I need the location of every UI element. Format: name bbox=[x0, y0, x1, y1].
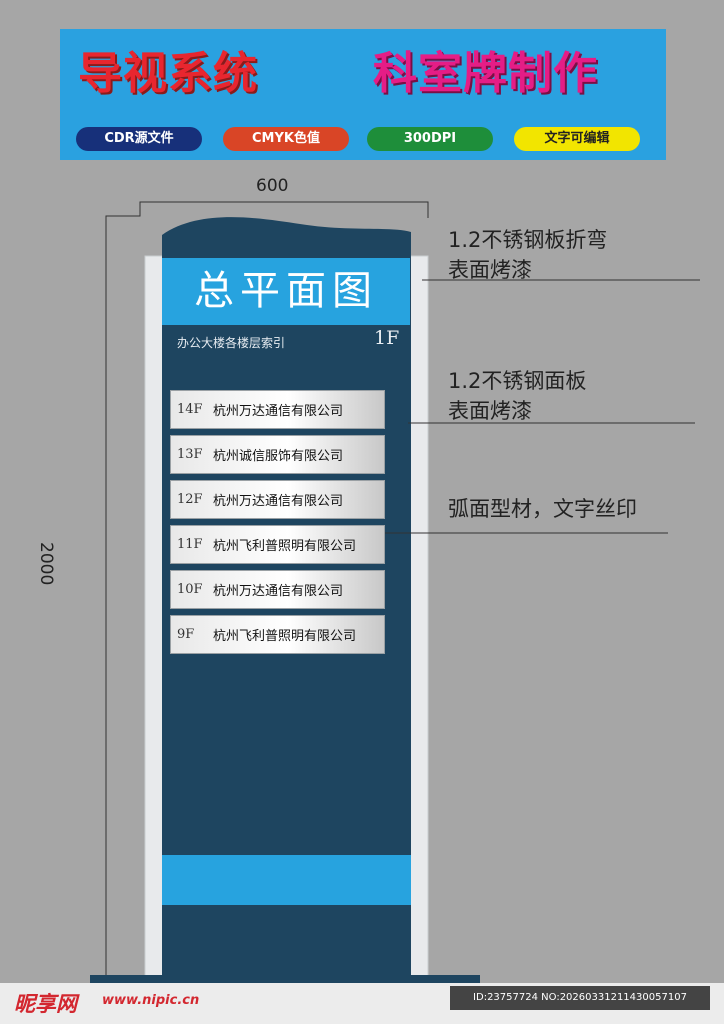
dimension-width: 600 bbox=[256, 176, 289, 196]
banner-title-left: 导视系统 bbox=[78, 48, 258, 99]
tag-cmyk: CMYK色值 bbox=[223, 127, 349, 151]
floor-row: 11F 杭州飞利普照明有限公司 bbox=[170, 525, 385, 564]
note-middle-line2: 表面烤漆 bbox=[448, 399, 532, 423]
floor-company: 杭州飞利普照明有限公司 bbox=[213, 539, 357, 554]
floor-company: 杭州万达通信有限公司 bbox=[213, 404, 344, 419]
floor-number: 13F bbox=[177, 447, 203, 462]
floor-number: 9F bbox=[177, 627, 195, 642]
note-top: 1.2不锈钢板折弯 表面烤漆 bbox=[448, 225, 607, 285]
floor-company: 杭州飞利普照明有限公司 bbox=[213, 629, 357, 644]
floor-company: 杭州诚信服饰有限公司 bbox=[213, 449, 344, 464]
note-top-line1: 1.2不锈钢板折弯 bbox=[448, 228, 608, 252]
floor-row: 12F 杭州万达通信有限公司 bbox=[170, 480, 385, 519]
current-floor: 1F bbox=[374, 327, 400, 349]
floor-number: 14F bbox=[177, 402, 203, 417]
floor-number: 11F bbox=[177, 537, 203, 552]
floor-company: 杭州万达通信有限公司 bbox=[213, 494, 344, 509]
watermark-logo: 昵享网 bbox=[14, 992, 77, 1016]
note-middle: 1.2不锈钢面板 表面烤漆 bbox=[448, 366, 586, 426]
width-dimension-line bbox=[105, 201, 429, 222]
note-top-line2: 表面烤漆 bbox=[448, 258, 532, 282]
watermark-id: ID:23757724 NO:20260331211430057107 bbox=[450, 986, 710, 1010]
sign-top-cap bbox=[162, 217, 411, 258]
floor-number: 12F bbox=[177, 492, 203, 507]
floor-directory: 14F 杭州万达通信有限公司 13F 杭州诚信服饰有限公司 12F 杭州万达通信… bbox=[170, 390, 385, 660]
note-bottom: 弧面型材，文字丝印 bbox=[448, 497, 637, 521]
sign-subtitle: 办公大楼各楼层索引 bbox=[177, 336, 286, 350]
note-middle-line1: 1.2不锈钢面板 bbox=[448, 369, 587, 393]
sign-title: 总平面图 bbox=[162, 258, 410, 325]
banner: 导视系统 科室牌制作 CDR源文件 CMYK色值 300DPI 文字可编辑 bbox=[60, 29, 666, 160]
tag-dpi: 300DPI bbox=[367, 127, 493, 151]
sign-lower-strip bbox=[162, 855, 411, 905]
floor-company: 杭州万达通信有限公司 bbox=[213, 584, 344, 599]
floor-row: 13F 杭州诚信服饰有限公司 bbox=[170, 435, 385, 474]
floor-row: 9F 杭州飞利普照明有限公司 bbox=[170, 615, 385, 654]
tag-cdr: CDR源文件 bbox=[76, 127, 202, 151]
floor-row: 14F 杭州万达通信有限公司 bbox=[170, 390, 385, 429]
floor-row: 10F 杭州万达通信有限公司 bbox=[170, 570, 385, 609]
floor-number: 10F bbox=[177, 582, 203, 597]
banner-title-right: 科室牌制作 bbox=[373, 48, 598, 99]
watermark-url: www.nipic.cn bbox=[102, 993, 200, 1008]
tag-editable: 文字可编辑 bbox=[514, 127, 640, 151]
